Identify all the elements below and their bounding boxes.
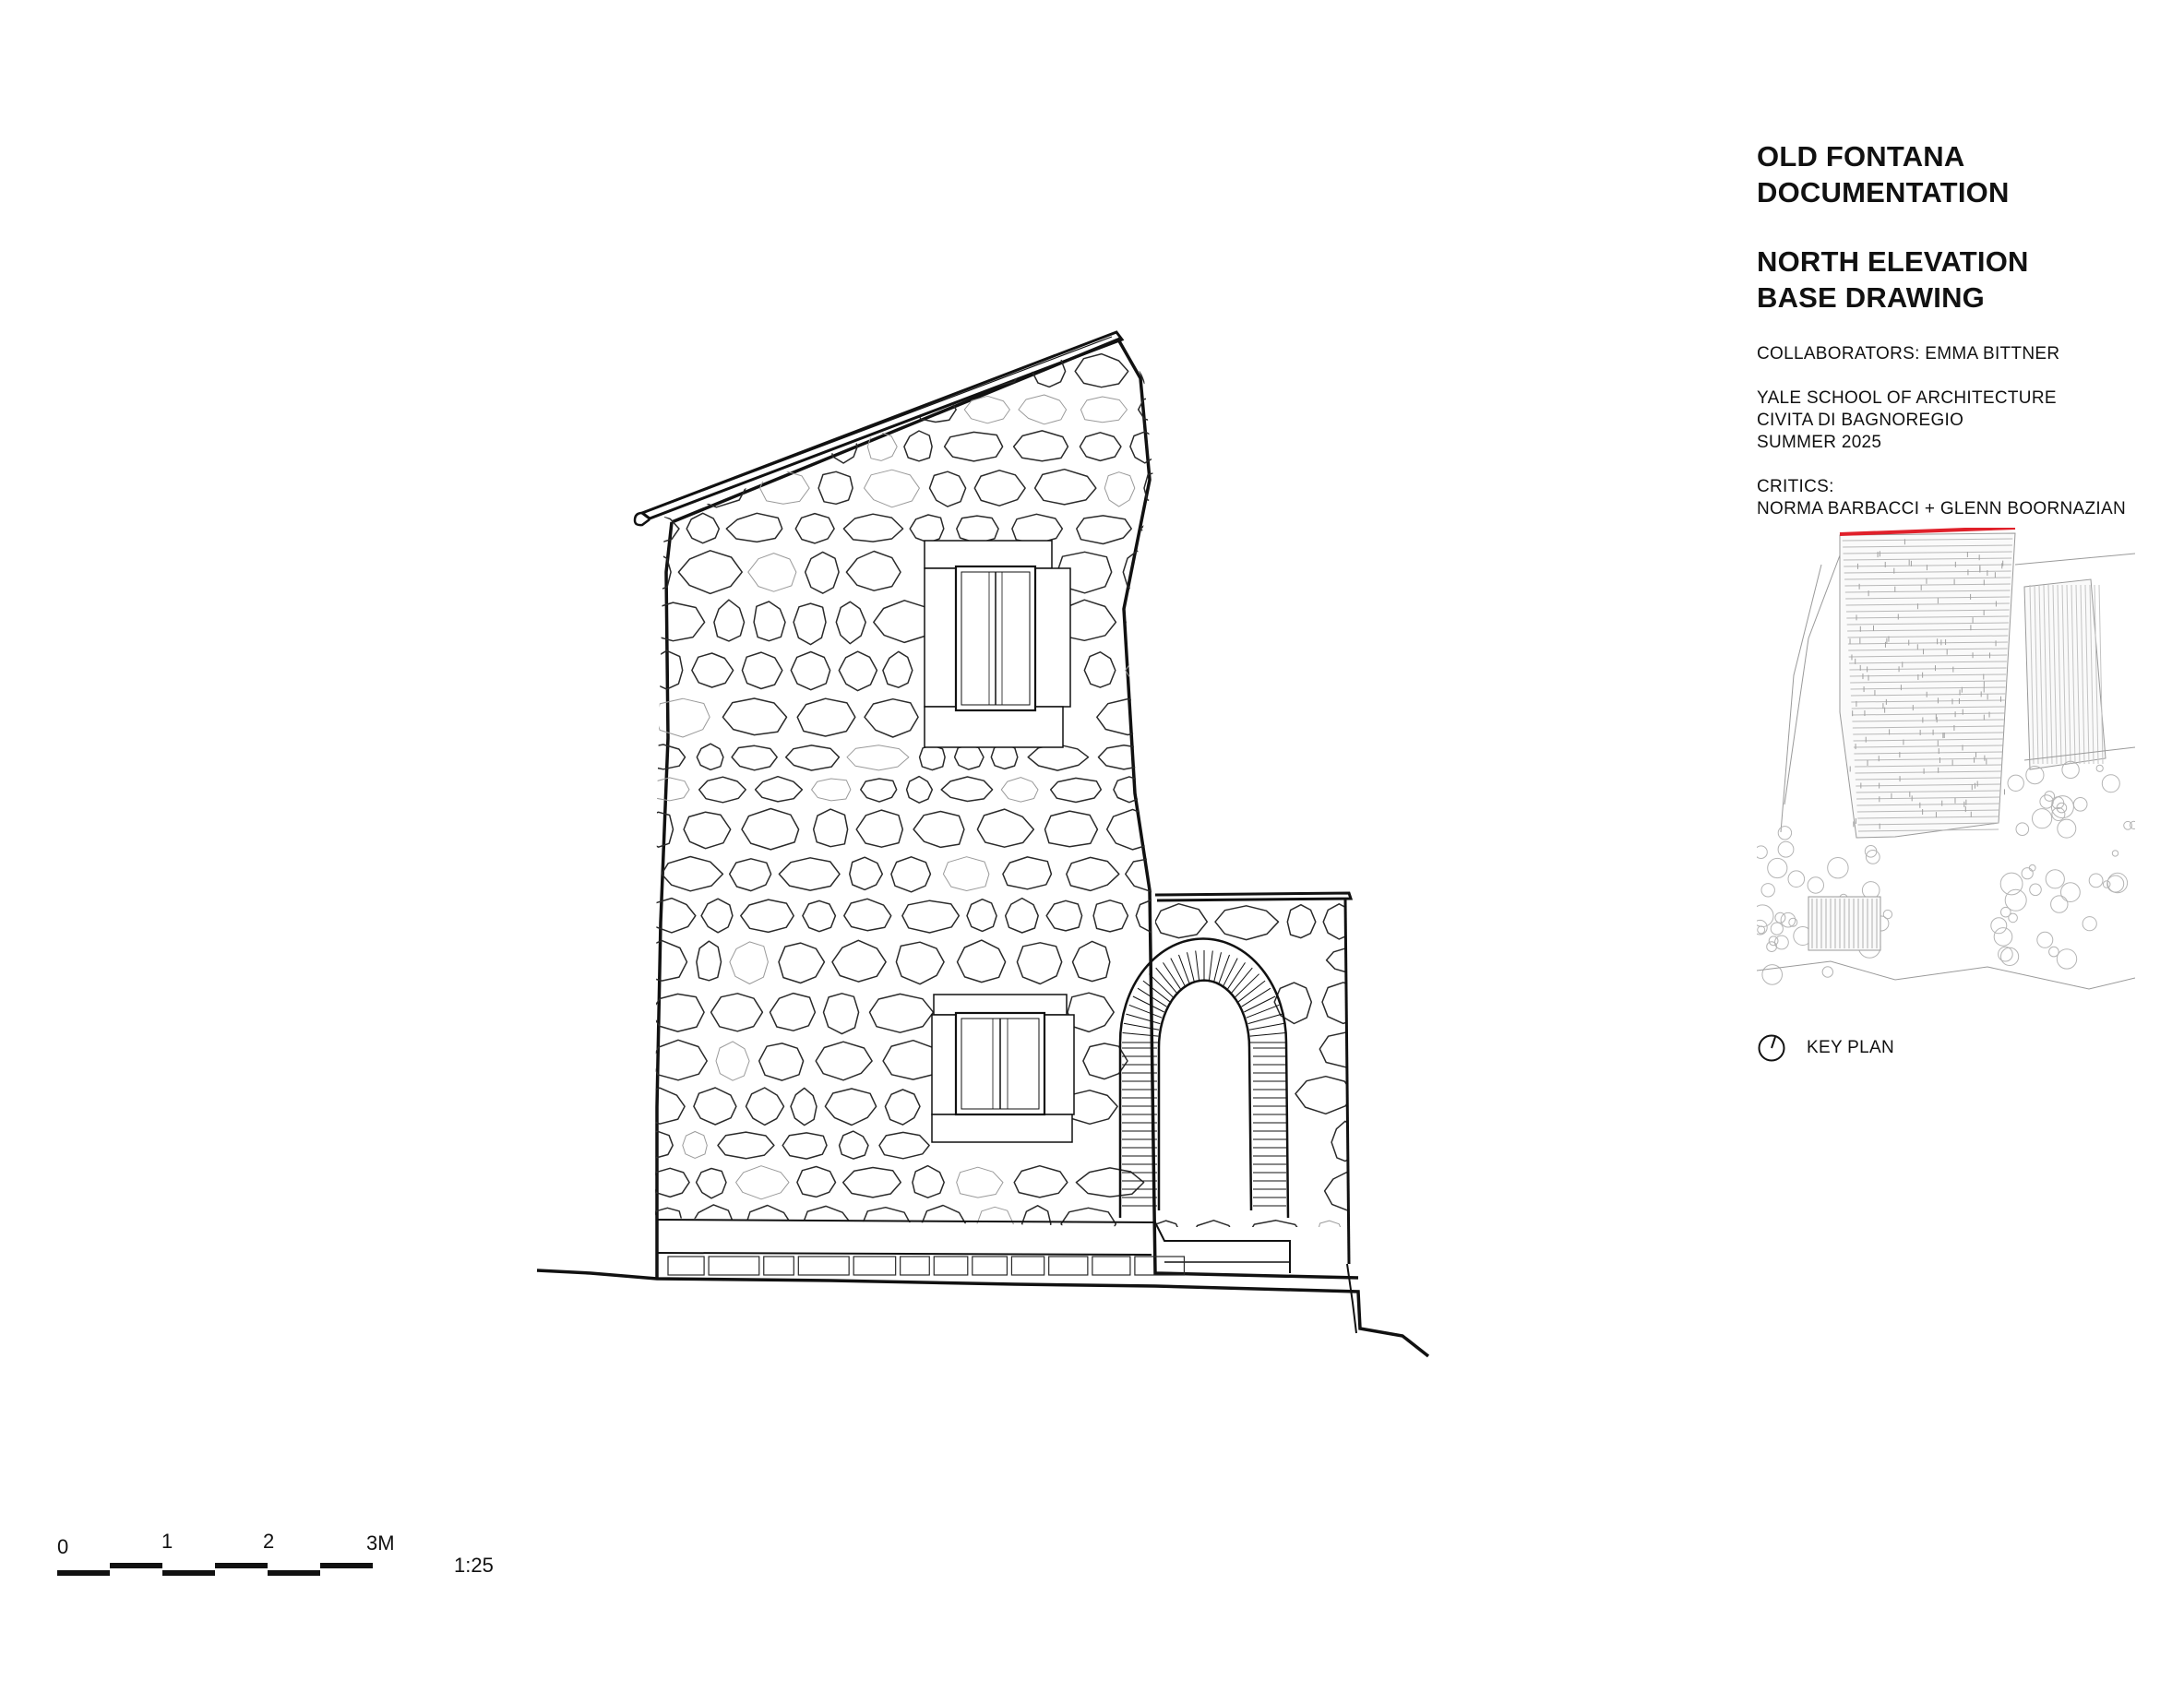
institution-line-2: CIVITA DI BAGNOREGIO [1757, 411, 1964, 430]
upper-window [924, 540, 1071, 748]
tower-stone-masonry [655, 352, 1155, 1227]
project-title: OLD FONTANA DOCUMENTATION [1757, 138, 2163, 210]
scale-tick-1: 1 [161, 1530, 173, 1553]
scale-tick-2: 2 [263, 1530, 275, 1553]
project-title-line-1: OLD FONTANA [1757, 140, 1965, 173]
critics: CRITICS: NORMA BARBACCI + GLENN BOORNAZI… [1757, 476, 2163, 520]
key-plan-sketch [1757, 528, 2135, 990]
collaborators-text: COLLABORATORS: EMMA BITTNER [1757, 344, 2060, 363]
title-block: OLD FONTANA DOCUMENTATION NORTH ELEVATIO… [1757, 138, 2163, 542]
key-plan-label: KEY PLAN [1807, 1038, 1894, 1057]
critics-line-1: CRITICS: [1757, 477, 1834, 496]
scale-bar-graphic [57, 1563, 373, 1576]
key-plan-highlight [1839, 528, 2016, 536]
tower-outline [671, 337, 1359, 1280]
institution-line-1: YALE SCHOOL OF ARCHITECTURE [1757, 388, 2057, 408]
scale-tick-0: 0 [57, 1535, 69, 1558]
ground-line [536, 1269, 1430, 1358]
tower-left-edge [655, 521, 674, 1278]
sheet-title-line-2: BASE DRAWING [1757, 281, 1985, 314]
institution-line-3: SUMMER 2025 [1757, 433, 1882, 452]
annex-wall [1154, 891, 1354, 1265]
project-title-line-2: DOCUMENTATION [1757, 176, 2010, 209]
wall-stone-masonry [1155, 902, 1347, 1227]
lower-window [931, 994, 1075, 1143]
roof-eave [633, 330, 1125, 527]
institution: YALE SCHOOL OF ARCHITECTURE CIVITA DI BA… [1757, 387, 2163, 454]
scale-tick-3m: 3M [366, 1531, 395, 1555]
critics-line-2: NORMA BARBACCI + GLENN BOORNAZIAN [1757, 499, 2127, 518]
key-plan-legend: KEY PLAN [1757, 1033, 1894, 1063]
sheet-title: NORTH ELEVATION BASE DRAWING [1757, 244, 2163, 316]
scale-ratio: 1:25 [454, 1554, 494, 1577]
north-arrow-icon [1758, 1034, 1785, 1062]
sheet-title-line-1: NORTH ELEVATION [1757, 245, 2029, 278]
base-plinth [656, 1219, 1291, 1276]
collaborators: COLLABORATORS: EMMA BITTNER [1757, 343, 2163, 365]
arched-doorway [1118, 937, 1290, 1219]
